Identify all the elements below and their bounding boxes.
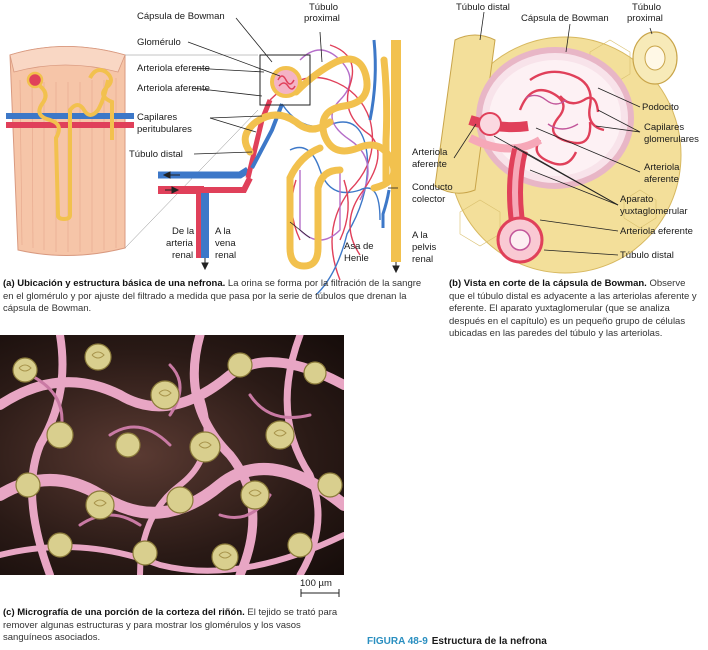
label-capsula-bowman-a: Cápsula de Bowman — [137, 11, 225, 22]
label-capilares-glomerulares-2: glomerulares — [644, 134, 699, 145]
label-vena-renal-1: A la — [215, 226, 231, 237]
caption-c-text: El tejido se trató para remover algunas … — [3, 607, 338, 643]
label-aparato-2: yuxtaglomerular — [620, 206, 688, 217]
label-vena-renal-2: vena — [215, 238, 236, 249]
label-scale-100um: 100 µm — [300, 578, 332, 589]
caption-c: (c) Micrografía de una porción de la cor… — [3, 607, 348, 645]
label-peritubulares: peritubulares — [137, 124, 192, 135]
figure-title: Estructura de la nefrona — [431, 636, 547, 647]
label-conducto-colector-1: Conducto — [412, 182, 453, 193]
label-aparato-1: Aparato — [620, 194, 654, 205]
label-tubulo-proximal-b-1: Túbulo — [632, 2, 662, 13]
caption-b: (b) Vista en corte de la cápsula de Bowm… — [449, 278, 701, 341]
label-arteriola-aferente-a: Arteriola aferente — [137, 83, 210, 94]
label-arteria-renal-3: renal — [172, 250, 194, 261]
label-tubulo-proximal-a: Túbulo — [309, 2, 339, 13]
label-tubulo-distal-b-top: Túbulo distal — [456, 2, 510, 13]
label-arteriola-eferente-a: Arteriola eferente — [137, 63, 210, 74]
caption-a-title: (a) Ubicación y estructura básica de una… — [3, 278, 226, 289]
caption-a-text: La orina se forma por la filtración de l… — [3, 278, 422, 314]
label-asa-henle-2: Henle — [344, 253, 369, 264]
label-vena-renal-3: renal — [215, 250, 237, 261]
kidney-cortex-micrograph — [0, 335, 344, 575]
label-arteriola-right-1: Arteriola — [644, 162, 680, 173]
label-proximal-a: proximal — [304, 13, 340, 24]
label-arteria-renal-1: De la — [172, 226, 195, 237]
label-arteriola-aferente-b-1: Arteriola — [412, 147, 448, 158]
label-tubulo-distal-a: Túbulo distal — [129, 149, 183, 160]
label-pelvis-renal-3: renal — [412, 254, 434, 265]
label-podocito: Podocito — [642, 102, 679, 113]
bowman-capsule-illustration — [434, 31, 682, 274]
caption-b-text: Observe que el túbulo distal es adyacent… — [449, 278, 697, 339]
label-arteriola-aferente-b-2: aferente — [412, 159, 447, 170]
label-asa-henle-1: Asa de — [344, 241, 374, 252]
label-arteriola-right-2: aferente — [644, 174, 679, 185]
label-capsula-bowman-b: Cápsula de Bowman — [521, 13, 609, 24]
figure-number: FIGURA 48-9 — [367, 636, 428, 647]
caption-c-title: (c) Micrografía de una porción de la cor… — [3, 607, 245, 618]
nephron-illustration — [158, 39, 401, 295]
caption-b-title: (b) Vista en corte de la cápsula de Bowm… — [449, 278, 647, 289]
label-capilares-glomerulares-1: Capilares — [644, 122, 685, 133]
label-pelvis-renal-2: pelvis — [412, 242, 437, 253]
label-glomerulo: Glomérulo — [137, 37, 181, 48]
label-pelvis-renal-1: A la — [412, 230, 428, 241]
cortex-block-illustration — [6, 46, 134, 257]
caption-a: (a) Ubicación y estructura básica de una… — [3, 278, 423, 316]
label-capilares-a: Capilares — [137, 112, 178, 123]
label-conducto-colector-2: colector — [412, 194, 446, 205]
label-arteriola-eferente-b: Arteriola eferente — [620, 226, 693, 237]
scale-bar — [300, 589, 340, 597]
label-arteria-renal-2: arteria — [166, 238, 193, 249]
label-tubulo-proximal-b-2: proximal — [627, 13, 663, 24]
label-tubulo-distal-b-bottom: Túbulo distal — [620, 250, 674, 261]
